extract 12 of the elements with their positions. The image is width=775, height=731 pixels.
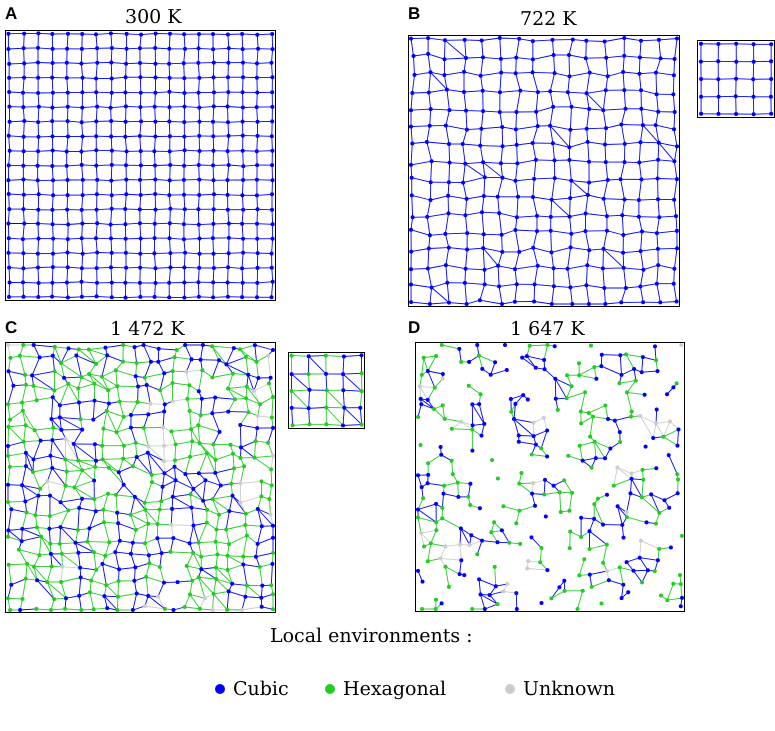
panel-letter: B bbox=[408, 4, 420, 24]
legend-label: Cubic bbox=[233, 678, 289, 700]
temperature-label: 1 647 K bbox=[510, 318, 585, 340]
legend-label: Unknown bbox=[523, 678, 615, 700]
legend-label: Hexagonal bbox=[343, 678, 446, 700]
legend-title: Local environments : bbox=[270, 625, 473, 647]
temperature-label: 722 K bbox=[520, 8, 576, 30]
panel-letter: A bbox=[5, 4, 18, 24]
panel-letter: D bbox=[408, 318, 420, 338]
panel-letter: C bbox=[5, 318, 18, 338]
temperature-label: 300 K bbox=[125, 6, 182, 28]
temperature-label: 1 472 K bbox=[110, 318, 185, 340]
